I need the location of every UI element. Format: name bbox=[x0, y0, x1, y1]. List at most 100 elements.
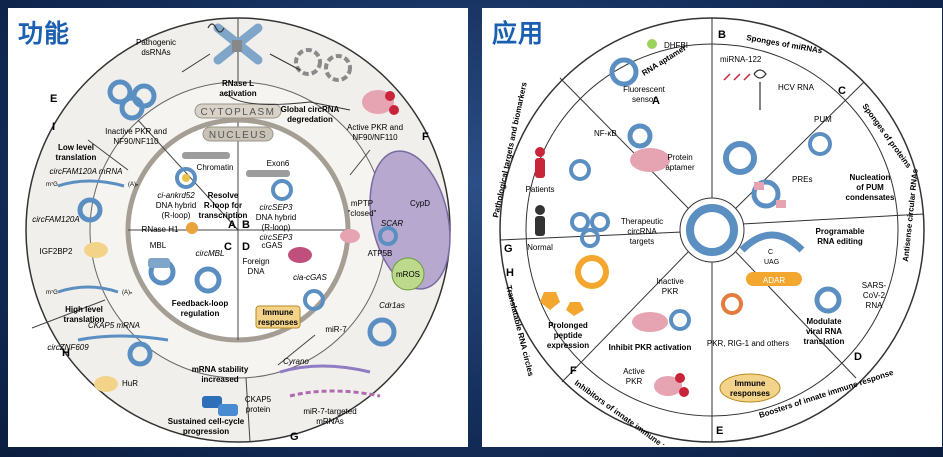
sector-a-letter: A bbox=[228, 219, 236, 231]
resolve-label-1: Resolve bbox=[208, 191, 239, 200]
prog-editing-2: RNA editing bbox=[817, 237, 863, 246]
applications-panel: 应用 A B C D E F G H RNA aptamer Sponges o… bbox=[482, 8, 942, 447]
patients-label: Patients bbox=[526, 185, 555, 194]
exon6-label: Exon6 bbox=[267, 159, 290, 168]
patient-figure-icon bbox=[535, 147, 545, 178]
sars-3: RNA bbox=[866, 301, 884, 310]
circfam-label: circFAM120A bbox=[32, 215, 79, 224]
modulate-2: viral RNA bbox=[806, 327, 842, 336]
degraded-circrna-icons bbox=[294, 48, 352, 82]
dsrna-hairpin-icon bbox=[207, 23, 225, 33]
ckap5-mrna-label: CKAP5 mRNA bbox=[88, 321, 140, 330]
scar-circrna-icon bbox=[378, 226, 398, 246]
circznf-icon bbox=[127, 341, 153, 367]
mirna-sponge-icon bbox=[723, 141, 757, 175]
deg-arrow bbox=[224, 91, 351, 111]
hcv-label: HCV RNA bbox=[778, 83, 815, 92]
hur-label: HuR bbox=[122, 379, 138, 388]
rnasel-label-2: activation bbox=[219, 89, 256, 98]
cyrano-strand bbox=[279, 364, 371, 374]
inactive-pkr-icon bbox=[107, 79, 157, 121]
sector-f-letter: F bbox=[570, 365, 577, 377]
fluorescent-1: Fluorescent bbox=[623, 85, 666, 94]
inactive-pkr-label-1: Inactive PKR and bbox=[105, 127, 167, 136]
atp5b-protein-icon bbox=[340, 229, 360, 243]
normal-figure-icon bbox=[535, 205, 545, 236]
peptide-icons bbox=[540, 292, 584, 316]
nucleation-2: of PUM bbox=[856, 183, 884, 192]
global-degradation-1: Global circRNA bbox=[281, 105, 340, 114]
foreign-label-1: Foreign bbox=[242, 257, 269, 266]
nfkb-label: NF-κB bbox=[594, 129, 617, 138]
sector-d-letter: D bbox=[242, 241, 250, 253]
feedback-label-1: Feedback-loop bbox=[172, 299, 229, 308]
igf2bp2-icon bbox=[84, 242, 108, 258]
therapeutic-3: targets bbox=[630, 237, 654, 246]
mrna-stability-2: increased bbox=[201, 375, 238, 384]
ckap5-strand bbox=[77, 334, 169, 342]
pathogenic-label-1: Pathogenic bbox=[136, 38, 176, 47]
hur-icon bbox=[94, 376, 118, 392]
mbl-label: MBL bbox=[150, 241, 167, 250]
cia-cgas-icon bbox=[303, 289, 325, 311]
cytoplasm-label: CYTOPLASM bbox=[201, 107, 276, 118]
circznf-label: circZNF609 bbox=[47, 343, 89, 352]
cypd-label: CypD bbox=[410, 199, 430, 208]
applications-title: 应用 bbox=[492, 19, 545, 48]
codon-1: C bbox=[768, 249, 773, 256]
central-circrna-icon bbox=[686, 204, 738, 256]
nucleation-3: condensates bbox=[846, 193, 895, 202]
normal-label: Normal bbox=[527, 243, 553, 252]
circfam-mrna-label: circFAM120A mRNA bbox=[50, 167, 123, 176]
m7g-label-1: m⁷G bbox=[46, 181, 58, 188]
sector-e-letter: E bbox=[50, 93, 57, 105]
sustained-2: progression bbox=[183, 427, 229, 436]
active-pkr-2: PKR bbox=[626, 377, 643, 386]
inactive-pkr-label-2: NF90/NF110 bbox=[113, 137, 159, 146]
sector-b-letter: B bbox=[242, 219, 250, 231]
fluorescent-sensor-icon bbox=[609, 57, 639, 87]
dna-hybrid-1: DNA hybrid bbox=[156, 201, 196, 210]
mrna-strand-2 bbox=[57, 285, 119, 294]
sep3-hybrid-2: DNA hybrid bbox=[256, 213, 296, 222]
immune-label-1: Immune bbox=[735, 379, 766, 388]
inactive-pkr-icon bbox=[632, 309, 691, 332]
functions-panel: 功能 CYTOPLASM NUCLEUS Pathogenic dsRNAs bbox=[8, 8, 468, 447]
mitochondrion-icon bbox=[369, 150, 451, 290]
protein-aptamer-circrna bbox=[627, 123, 653, 149]
circsep3-label: circSEP3 bbox=[260, 233, 293, 242]
circfam-icon bbox=[77, 197, 103, 223]
inhibit-pkr-label: Inhibit PKR activation bbox=[609, 343, 692, 352]
active-pkr-label-2: NF90/NF110 bbox=[352, 133, 398, 142]
functions-title: 功能 bbox=[18, 19, 71, 48]
nucleation-1: Nucleation bbox=[850, 173, 891, 182]
adar-label: ADAR bbox=[763, 276, 785, 285]
cdr1as-icon bbox=[367, 317, 397, 347]
ckap5-protein-icon bbox=[202, 396, 238, 416]
cytoplasm-banner bbox=[194, 103, 282, 119]
booster-circrna-icon bbox=[721, 293, 743, 315]
mptp-label-2: "closed" bbox=[348, 209, 377, 218]
circmbl-icons bbox=[148, 258, 222, 294]
sector-d-letter: D bbox=[854, 351, 862, 363]
sector-c-letter: C bbox=[838, 85, 846, 97]
applications-diagram: A B C D E F G H RNA aptamer Sponges of m… bbox=[491, 17, 925, 445]
nfkb-protein-icon bbox=[630, 148, 670, 172]
resolve-label-3: transcription bbox=[199, 211, 248, 220]
fluorescent-2: sensor bbox=[632, 95, 656, 104]
active-pkr-label-1: Active PKR and bbox=[347, 123, 403, 132]
mros-icon bbox=[391, 257, 425, 291]
sector-c-letter: C bbox=[224, 241, 232, 253]
inactive-pkr-1: Inactive bbox=[656, 277, 684, 286]
scar-label: SCAR bbox=[381, 219, 403, 228]
pkr-rig-label: PKR, RIG-1 and others bbox=[707, 339, 789, 348]
sector-b-letter: B bbox=[718, 29, 726, 41]
mrna-strand-1 bbox=[57, 179, 125, 188]
immune-label-2: responses bbox=[258, 318, 299, 327]
therapeutic-1: Therapeutic bbox=[621, 217, 663, 226]
sars-2: CoV-2 bbox=[863, 291, 886, 300]
protein-aptamer-1: Protein bbox=[667, 153, 692, 162]
pum-label: PUM bbox=[814, 115, 832, 124]
prolonged-1: Prolonged bbox=[548, 321, 588, 330]
immune-box bbox=[719, 373, 781, 403]
